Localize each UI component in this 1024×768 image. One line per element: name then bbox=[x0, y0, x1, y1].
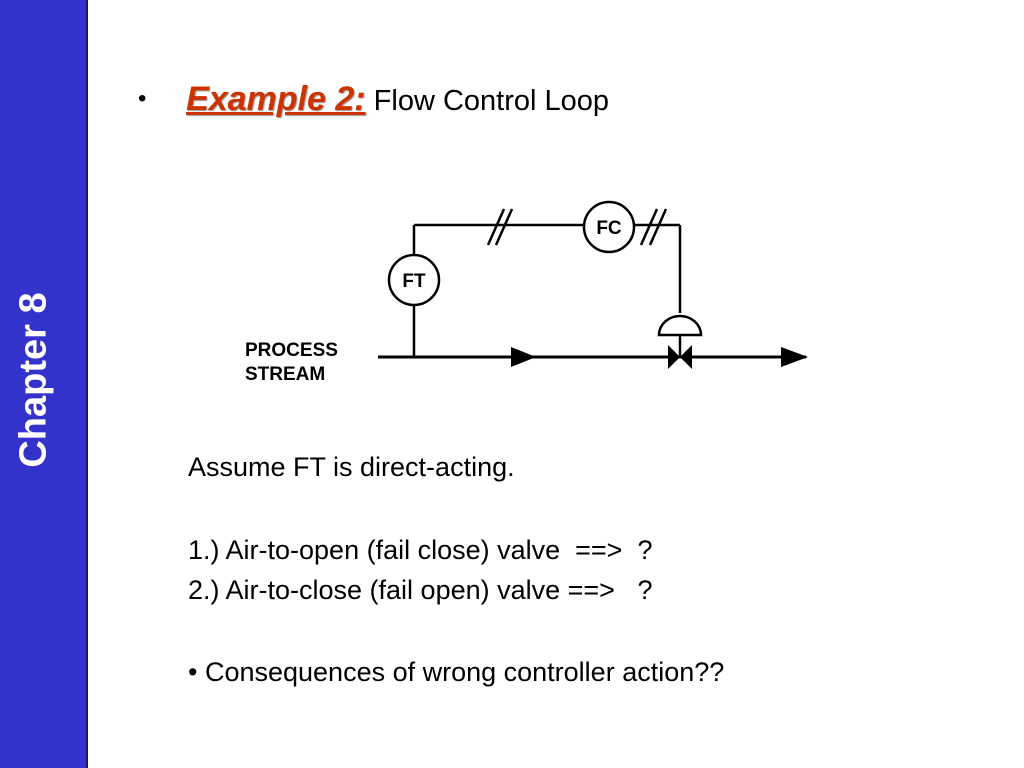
control-valve-icon bbox=[680, 345, 692, 369]
electrical-signal-hash bbox=[648, 208, 668, 246]
flow-arrow-end-icon bbox=[781, 347, 808, 367]
question-item-1: 1.) Air-to-open (fail close) valve ==> ? bbox=[188, 535, 653, 565]
question-item-2: 2.) Air-to-close (fail open) valve ==> ? bbox=[188, 575, 653, 605]
ft-label: FT bbox=[402, 271, 426, 292]
slide-title: • Example 2: Flow Control Loop bbox=[138, 80, 609, 119]
process-label-line2: STREAM bbox=[245, 364, 325, 385]
title-emphasis: Example 2: bbox=[186, 80, 366, 118]
electrical-signal-hash bbox=[486, 208, 506, 246]
fc-label: FC bbox=[596, 218, 622, 239]
sidebar bbox=[0, 0, 86, 768]
assumption-text: Assume FT is direct-acting. bbox=[188, 452, 515, 482]
process-label-line1: PROCESS bbox=[245, 340, 338, 361]
electrical-signal-hash bbox=[494, 208, 514, 246]
title-text: Flow Control Loop bbox=[373, 85, 609, 117]
consequence-bullet: • Consequences of wrong controller actio… bbox=[188, 657, 725, 687]
electrical-signal-hash bbox=[639, 208, 659, 246]
flow-arrow-icon bbox=[511, 347, 536, 367]
fc-controller bbox=[582, 200, 636, 254]
sidebar-divider bbox=[86, 0, 88, 768]
control-valve-icon bbox=[668, 345, 680, 369]
valve-actuator bbox=[657, 314, 703, 337]
chapter-label: Chapter 8 bbox=[12, 292, 55, 468]
title-bullet: • bbox=[138, 85, 147, 113]
flow-control-diagram: FT FC PROCESS STREAM bbox=[245, 200, 808, 385]
